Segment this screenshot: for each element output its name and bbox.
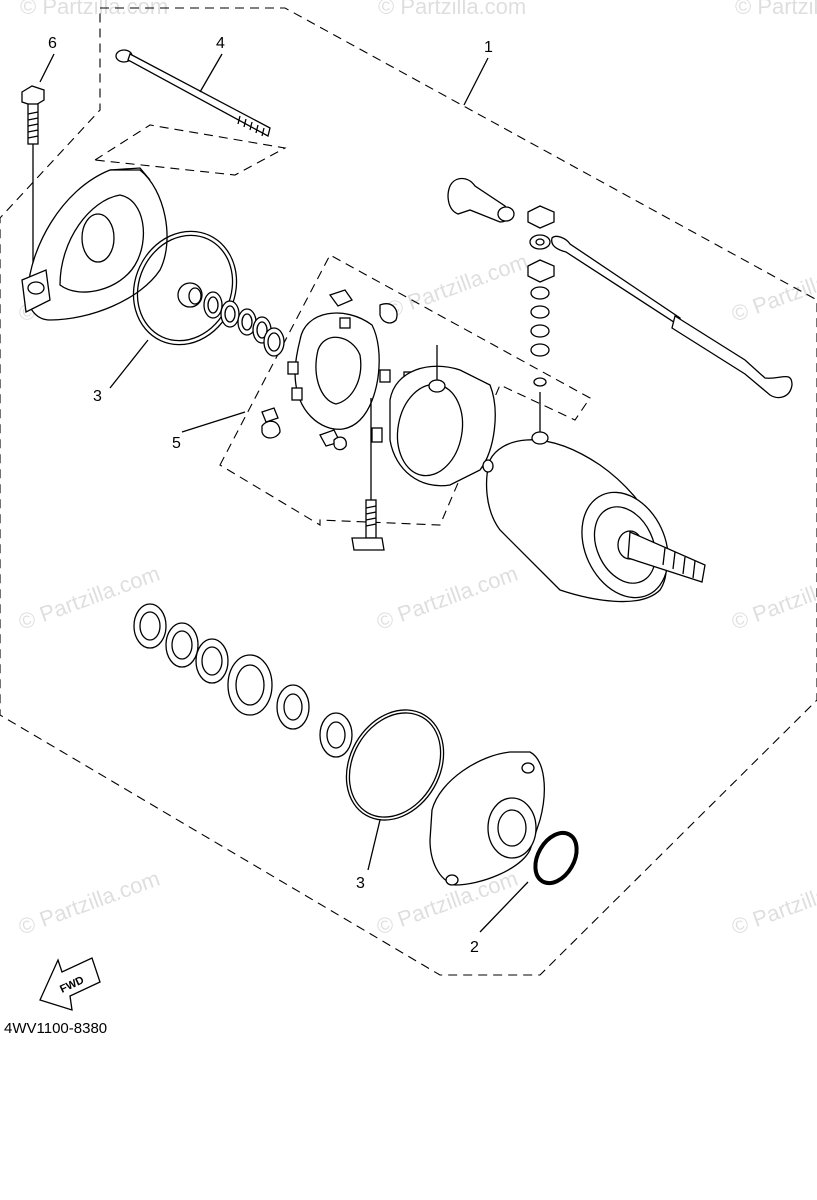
- washer-stack-top: [177, 282, 285, 357]
- assembly-boundary: [0, 7, 817, 976]
- yoke-ring: [389, 345, 496, 487]
- terminal-set-boundary: [93, 124, 287, 176]
- rear-end-cover: [429, 751, 545, 886]
- watermark: © Partzilla.com: [728, 866, 817, 940]
- watermark: © Partzilla.com: [735, 0, 817, 19]
- brush-plate: [287, 312, 380, 430]
- through-bolt-part-4: [115, 49, 271, 137]
- callout-3-top: 3: [93, 388, 102, 405]
- leader-lines: [39, 53, 529, 933]
- terminal-nut-stack: [527, 205, 555, 432]
- callout-6: 6: [48, 35, 57, 52]
- brush-set-boundary: [219, 254, 591, 526]
- callout-1: 1: [484, 39, 493, 56]
- watermark: © Partzilla.com: [373, 561, 521, 635]
- washer-stack-bottom: [133, 603, 353, 758]
- yoke-screw: [351, 398, 385, 551]
- bolt-part-6: [21, 85, 45, 280]
- callout-2: 2: [470, 939, 479, 956]
- watermark: © Partzilla.com: [378, 0, 526, 19]
- watermark: © Partzilla.com: [728, 561, 817, 635]
- front-end-cover: [21, 167, 168, 321]
- watermark: © Partzilla.com: [20, 0, 168, 19]
- o-ring-part-2: [533, 830, 579, 886]
- watermark: © Partzilla.com: [15, 866, 163, 940]
- watermark: © Partzilla.com: [383, 249, 531, 323]
- callout-5: 5: [172, 435, 181, 452]
- o-ring-part-3-bottom: [345, 709, 445, 821]
- terminal-boot: [447, 177, 515, 223]
- lead-wire: [551, 235, 793, 399]
- callout-4: 4: [216, 35, 225, 52]
- callouts: 1 4 6 3 5 3 2: [48, 35, 493, 956]
- diagram-code: 4WV1100-8380: [4, 1020, 107, 1037]
- fwd-arrow-icon: FWD: [39, 957, 101, 1011]
- callout-3-bottom: 3: [356, 875, 365, 892]
- watermark: © Partzilla.com: [728, 253, 817, 327]
- starter-motor-part-1: [482, 431, 706, 603]
